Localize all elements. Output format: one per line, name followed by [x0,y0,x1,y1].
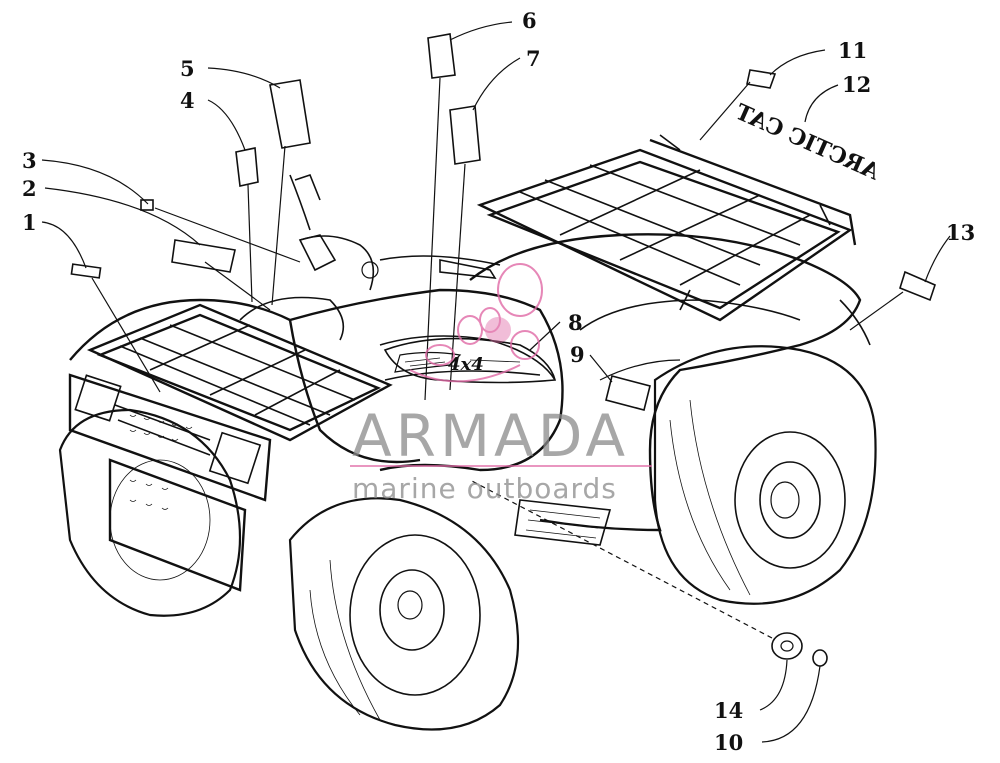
watermark: ARMADA marine outboards [350,263,652,505]
callout-3: 3 [22,148,37,173]
callout-13: 13 [946,220,975,245]
callout-2: 2 [22,176,37,201]
callout-10: 10 [714,730,743,755]
callout-5: 5 [180,56,195,81]
emblem-label: 4x4 [448,354,484,375]
front-body [69,288,564,472]
callout-numbers: 1 2 3 4 5 6 7 8 9 10 11 12 13 14 [22,8,975,755]
front-rack [86,303,393,442]
callout-9: 9 [570,342,585,367]
callout-12: 12 [842,72,871,97]
front-bumper [68,373,272,592]
footrest [514,499,612,546]
watermark-logo-icon [409,263,543,383]
callout-6: 6 [522,8,537,33]
side-4x4-emblem: 4x4 [383,337,557,384]
watermark-tagline: marine outboards [352,472,617,505]
callout-14: 14 [714,698,743,723]
watermark-name: ARMADA [352,402,629,470]
rear-rack [476,134,857,322]
rear-right-tire [653,345,877,605]
callout-11: 11 [838,38,867,63]
front-right-tire [288,497,520,731]
handlebar-and-seat [239,174,501,341]
callout-8: 8 [568,310,583,335]
front-left-tire [58,408,242,617]
callout-4: 4 [180,88,195,113]
callout-1: 1 [22,210,37,235]
callout-7: 7 [526,46,541,71]
leader-lines [41,21,951,743]
